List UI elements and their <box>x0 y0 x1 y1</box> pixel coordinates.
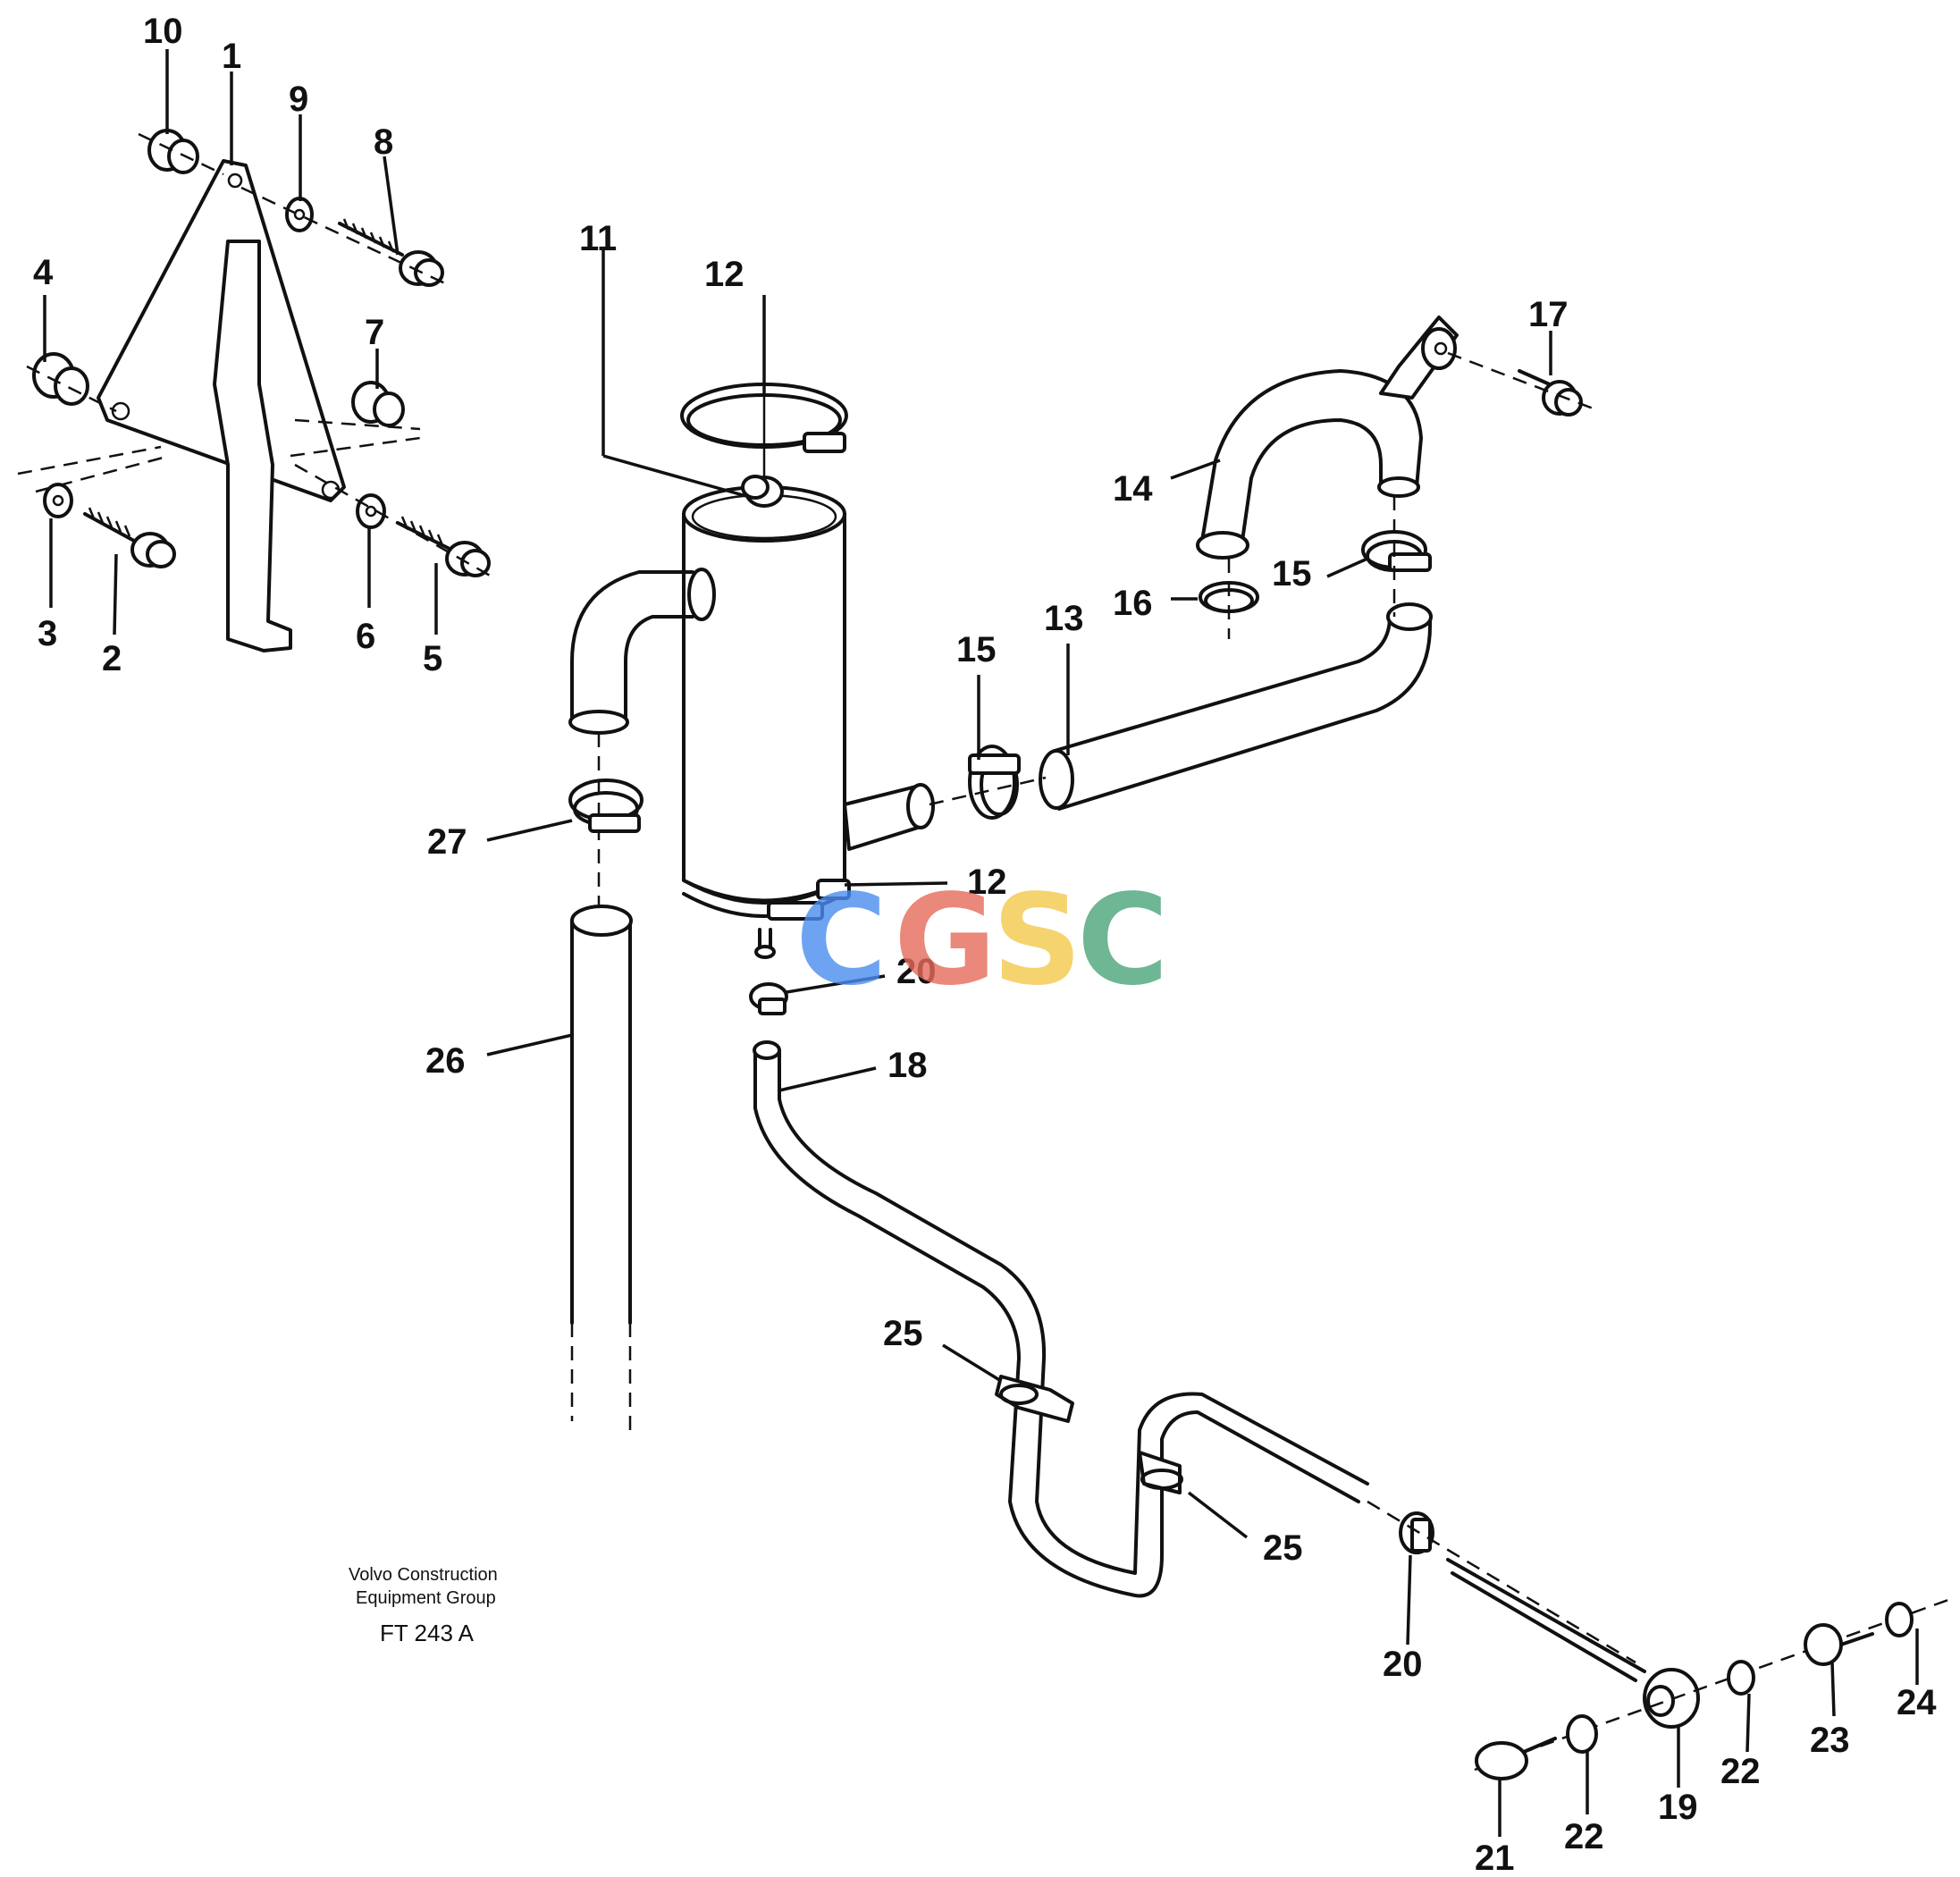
callout-25-lower: 25 <box>1263 1528 1303 1568</box>
callout-5: 5 <box>423 639 442 678</box>
callout-21: 21 <box>1475 1839 1515 1877</box>
bracket-assembly <box>17 129 492 652</box>
callout-24: 24 <box>1897 1683 1937 1722</box>
callout-1: 1 <box>222 37 241 76</box>
caption-line-2: Equipment Group <box>356 1588 496 1608</box>
watermark-logo: C G S C <box>795 868 1169 1014</box>
callout-9: 9 <box>289 80 308 119</box>
clamp-15-upper <box>1361 496 1432 617</box>
callout-8: 8 <box>374 122 393 162</box>
callout-7: 7 <box>365 313 384 352</box>
watermark-letter-3: S <box>992 868 1082 1014</box>
callout-2: 2 <box>102 639 122 678</box>
callout-27: 27 <box>427 822 467 862</box>
hose-14 <box>1196 369 1423 560</box>
clamp-20-upper <box>749 982 788 1015</box>
ring-16 <box>1199 559 1259 639</box>
caption: Volvo Construction Equipment Group FT 24… <box>349 1565 498 1646</box>
callout-14: 14 <box>1113 469 1153 509</box>
caption-line-1: Volvo Construction <box>349 1565 498 1585</box>
callout-15-upper: 15 <box>1272 554 1312 593</box>
hose-13 <box>1039 602 1433 811</box>
callout-26: 26 <box>425 1041 466 1081</box>
callout-11: 11 <box>579 219 617 258</box>
spacer-10 <box>138 129 224 176</box>
clip-25-upper <box>995 1375 1074 1423</box>
callout-13: 13 <box>1044 599 1084 638</box>
callout-25-upper: 25 <box>883 1314 923 1353</box>
clamp-20-lower <box>1367 1500 1646 1682</box>
callout-19: 19 <box>1658 1788 1698 1827</box>
callout-23: 23 <box>1810 1721 1850 1760</box>
callout-15-lower: 15 <box>956 630 997 669</box>
callout-22-right: 22 <box>1720 1752 1761 1791</box>
spacer-7 <box>290 381 421 458</box>
callout-10: 10 <box>143 12 183 51</box>
watermark-letter-1: C <box>795 868 887 1014</box>
callout-6: 6 <box>356 617 375 656</box>
callout-18: 18 <box>887 1046 928 1085</box>
callout-22-left: 22 <box>1564 1817 1604 1856</box>
elbow-pipe <box>570 570 694 721</box>
watermark-letter-4: C <box>1077 868 1169 1014</box>
leader-lines <box>43 49 1919 1837</box>
hose-clamp-27 <box>568 779 644 833</box>
fitting-11 <box>741 475 784 508</box>
callout-20-lower: 20 <box>1383 1645 1423 1684</box>
pipe-26 <box>570 905 633 1439</box>
spacer-4 <box>26 352 117 413</box>
callout-12-bottom: 12 <box>967 863 1007 902</box>
clip-25-lower <box>1138 1451 1183 1494</box>
callout-12-top: 12 <box>704 255 744 294</box>
tank-assembly <box>568 349 935 959</box>
bolt-2-washer-3 <box>43 483 176 568</box>
bolt-5-washer-6 <box>294 463 492 578</box>
callout-16: 16 <box>1113 584 1153 623</box>
watermark-letter-2: G <box>894 868 997 1014</box>
hose-18 <box>753 1040 1369 1598</box>
hose-clamp-12-bottom <box>682 879 851 921</box>
support-strap <box>213 240 292 652</box>
caption-code: FT 243 A <box>380 1620 475 1646</box>
banjo-fitting <box>1474 1598 1949 1780</box>
callout-labels: 10 1 9 8 4 7 3 2 6 5 11 12 14 17 15 16 1… <box>33 12 1937 1877</box>
callout-17: 17 <box>1528 295 1569 334</box>
clamp-15-lower <box>929 745 1047 820</box>
bracket-17 <box>1379 316 1596 417</box>
callout-3: 3 <box>38 614 57 653</box>
callout-4: 4 <box>33 253 54 292</box>
callout-20-upper: 20 <box>896 952 937 991</box>
